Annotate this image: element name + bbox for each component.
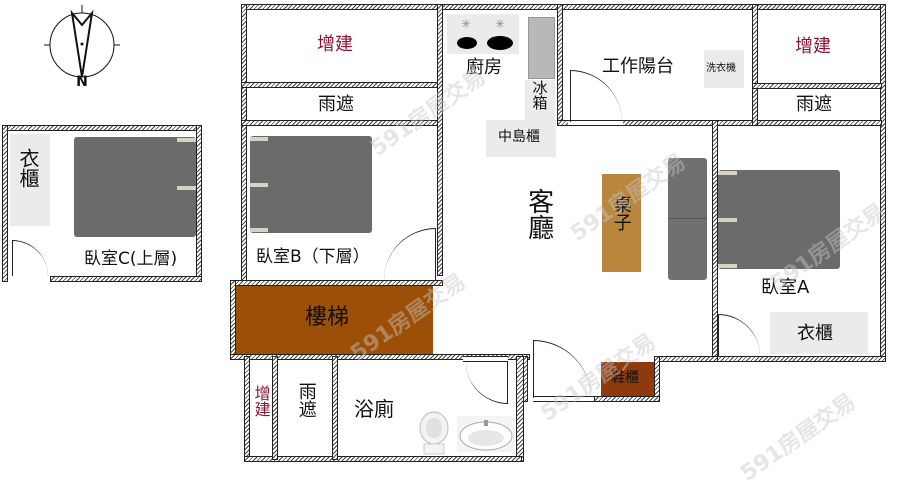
rain-shelter-top-right-label: 雨遮: [796, 94, 832, 115]
wall: [241, 120, 443, 126]
wall: [557, 120, 882, 126]
pillow: [250, 183, 268, 187]
island-cabinet: [486, 120, 556, 157]
pillow: [250, 137, 268, 141]
wall: [752, 83, 882, 89]
wall: [516, 356, 524, 462]
door: [12, 240, 48, 276]
wall: [2, 125, 202, 131]
pillow: [718, 218, 737, 222]
bed-c: [74, 137, 196, 237]
fridge-label-box: [525, 80, 555, 120]
pillow: [177, 186, 196, 190]
bedroom-c-label: 臥室C(上層): [84, 249, 178, 269]
bathroom-label: 浴廁: [354, 397, 394, 421]
shoe-cabinet: [601, 362, 654, 396]
wardrobe-a: [770, 312, 868, 354]
bed-b: [250, 136, 372, 233]
wall: [2, 125, 8, 282]
extension-top-right-label: 增建: [795, 36, 831, 57]
pillow: [177, 138, 196, 142]
stairs-label: 樓梯: [305, 305, 350, 330]
stairs: [236, 286, 433, 354]
wall: [244, 356, 250, 462]
fridge: [528, 17, 555, 79]
compass-icon: [44, 5, 120, 78]
washing-machine-label: 洗衣機: [706, 63, 736, 74]
bedroom-b-label: 臥室B（下層）: [256, 247, 370, 267]
sofa: [668, 158, 707, 280]
kitchen-label: 廚房: [466, 57, 502, 78]
wall: [230, 354, 530, 360]
door: [384, 228, 436, 280]
sink-icon: [457, 416, 515, 452]
toilet-icon: [419, 411, 449, 455]
utility-balcony-label: 工作陽台: [602, 56, 674, 77]
north-label: N: [76, 74, 88, 90]
fridge-label: 冰箱: [530, 80, 549, 110]
door: [570, 70, 622, 122]
stove-burners-icon: ✳ ✳: [457, 17, 513, 50]
wall: [241, 4, 247, 284]
wardrobe-c-label: 衣櫃: [16, 148, 40, 188]
svg-text:✳: ✳: [461, 17, 471, 31]
shoe-cabinet-label: 鞋櫃: [611, 370, 639, 386]
wall: [50, 276, 202, 282]
extension-top-left-label: 增建: [317, 34, 353, 55]
wall: [241, 82, 443, 88]
wall: [241, 4, 886, 10]
pillow: [718, 171, 737, 175]
extension-bottom-label: 增建: [251, 385, 271, 417]
table-label: 桌子: [610, 195, 632, 231]
bedroom-a-label: 臥室A: [761, 277, 810, 298]
wall: [594, 396, 660, 402]
island-cabinet-label: 中島櫃: [498, 129, 540, 145]
rain-shelter-top-left-label: 雨遮: [318, 94, 354, 115]
table: [602, 174, 641, 272]
door: [466, 362, 508, 404]
wall: [712, 356, 886, 362]
entrance-door[interactable]: [533, 340, 591, 398]
wall: [557, 4, 563, 126]
svg-text:✳: ✳: [495, 17, 505, 31]
wall: [244, 456, 522, 462]
wall: [880, 4, 886, 362]
wardrobe-a-label: 衣櫃: [797, 323, 833, 344]
wall: [752, 4, 758, 126]
watermark: 591房屋交易: [736, 389, 861, 487]
washing-machine: [704, 50, 744, 88]
bathroom-door-gap: [463, 356, 508, 362]
wall: [196, 125, 202, 282]
pillow: [718, 264, 737, 268]
wall: [437, 4, 443, 276]
living-room-label: 客廳: [523, 188, 554, 240]
sofa-divider: [668, 218, 707, 219]
wardrobe-c: [10, 134, 50, 226]
wall: [272, 356, 278, 460]
compass: N: [42, 5, 122, 90]
pillow: [250, 228, 268, 232]
wall: [332, 356, 338, 460]
door: [718, 314, 760, 356]
rain-shelter-bottom-label: 雨遮: [295, 382, 317, 418]
bed-a: [718, 170, 840, 269]
wall: [654, 356, 718, 362]
